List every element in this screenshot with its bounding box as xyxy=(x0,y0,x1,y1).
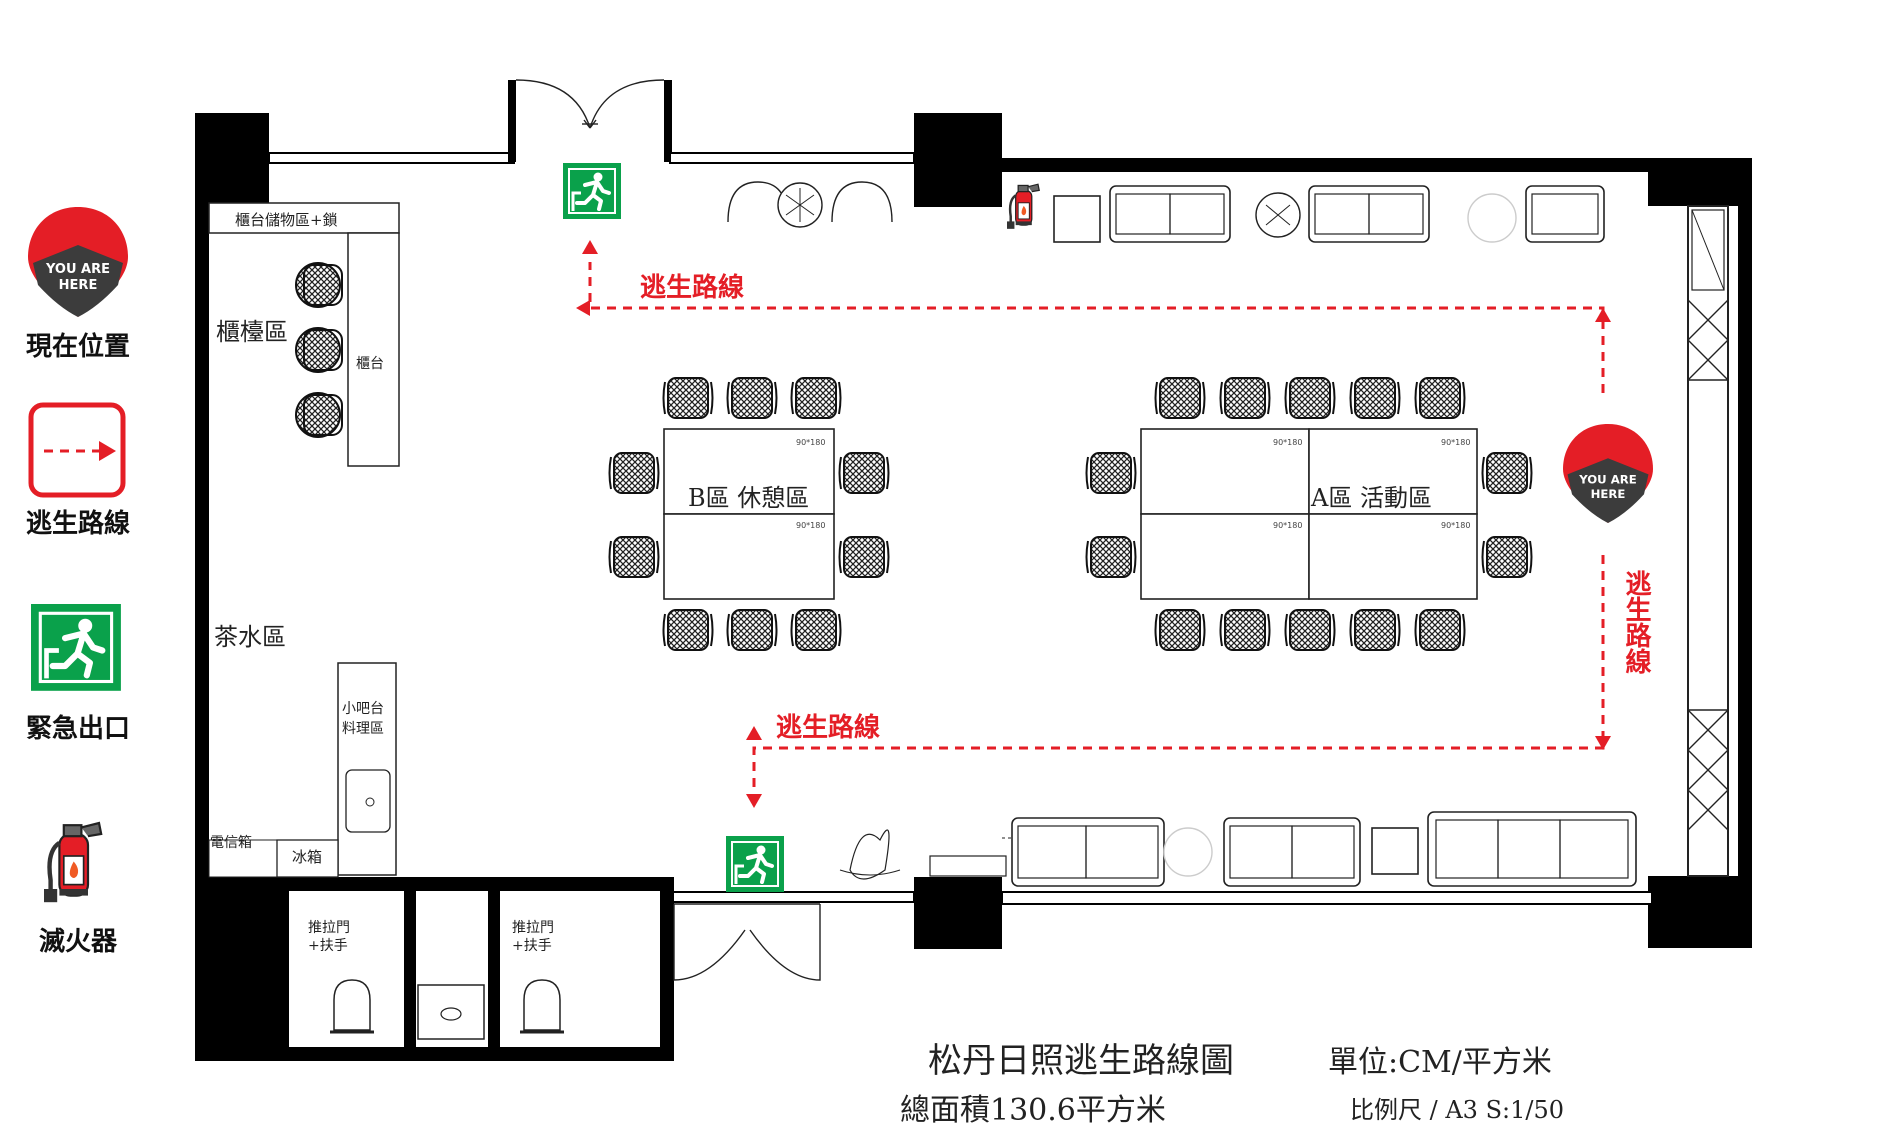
plan-total-area: 總面積130.6平方米 xyxy=(900,1093,1166,1125)
sliding-door-right-label: 推拉門 xyxy=(512,920,554,936)
counter-storage-label: 櫃台儲物區+鎖 xyxy=(235,211,338,229)
zone-b-label: B區 休憩區 xyxy=(688,484,809,512)
chair xyxy=(1219,609,1271,651)
chair xyxy=(1349,377,1401,419)
washrooms: 推拉門 +扶手 推拉門 +扶手 xyxy=(308,920,564,1040)
route-label-right: 逃生路線 xyxy=(1621,570,1651,675)
sliding-door-left-rail: +扶手 xyxy=(308,938,348,954)
chair xyxy=(608,452,660,494)
bar-stool xyxy=(295,392,343,438)
marker-line2: HERE xyxy=(59,278,98,293)
walls xyxy=(195,80,1752,1061)
table-size-note: 90*180 xyxy=(1441,438,1470,447)
title-block: 松丹日照逃生路線圖 單位:CM/平方米 總面積130.6平方米 比例尺 / A3… xyxy=(900,1041,1564,1125)
top-furniture xyxy=(727,181,1605,243)
bar-stool xyxy=(295,327,343,373)
chair xyxy=(608,536,660,578)
zone-b-tables: 90*180 90*180 B區 休憩區 xyxy=(608,377,890,651)
escape-route xyxy=(588,262,1605,795)
prep-area-label: 料理區 xyxy=(342,721,384,737)
zone-a-tables: 90*180 90*180 90*180 90*180 A區 活動區 xyxy=(1085,377,1533,651)
chair xyxy=(662,609,714,651)
fridge-label: 冰箱 xyxy=(292,848,322,866)
table-size-note: 90*180 xyxy=(1441,521,1470,530)
tea-area: 茶水區 小吧台 料理區 電信箱 冰箱 xyxy=(208,623,397,878)
bar-stool xyxy=(295,262,343,308)
sliding-door-left-label: 推拉門 xyxy=(308,920,350,936)
table-size-note: 90*180 xyxy=(796,438,825,447)
top-double-door xyxy=(515,79,665,129)
marker-line1: YOU ARE xyxy=(1578,472,1637,486)
chair xyxy=(1481,536,1533,578)
route-arrowheads xyxy=(576,240,1611,808)
table-size-note: 90*180 xyxy=(1273,521,1302,530)
legend: YOU ARE HERE 現在位置 逃生路線 緊急出口 滅火器 xyxy=(26,207,130,957)
chair xyxy=(838,536,890,578)
chair xyxy=(1154,609,1206,651)
chair xyxy=(662,377,714,419)
marker-line1: YOU ARE xyxy=(45,262,110,277)
running-man-exit-icon xyxy=(724,834,786,894)
legend-emergency-exit-label: 緊急出口 xyxy=(26,714,130,744)
chair xyxy=(1085,536,1137,578)
route-label-bottom: 逃生路線 xyxy=(776,712,880,743)
bottom-furniture xyxy=(839,811,1637,887)
fire-extinguisher-icon xyxy=(1005,182,1041,231)
table-size-note: 90*180 xyxy=(1273,438,1302,447)
location-pin-icon: YOU ARE HERE xyxy=(1563,424,1653,523)
legend-escape-route-label: 逃生路線 xyxy=(26,508,130,539)
chair xyxy=(1414,609,1466,651)
sliding-door-right-rail: +扶手 xyxy=(512,938,552,954)
counter-area: 櫃台儲物區+鎖 櫃檯區 櫃台 xyxy=(208,202,400,467)
legend-you-are-here-label: 現在位置 xyxy=(26,331,130,362)
running-man-exit-icon xyxy=(561,161,623,221)
location-pin-icon: YOU ARE HERE xyxy=(28,207,128,317)
chair xyxy=(1481,452,1533,494)
counter-area-label: 櫃檯區 xyxy=(216,318,288,346)
plan-unit: 單位:CM/平方米 xyxy=(1328,1045,1552,1080)
plan-title: 松丹日照逃生路線圖 xyxy=(928,1041,1234,1081)
fire-extinguisher-icon xyxy=(44,823,101,902)
counter-label: 櫃台 xyxy=(356,356,384,372)
chair xyxy=(1414,377,1466,419)
zone-a-label: A區 活動區 xyxy=(1310,484,1432,512)
chair xyxy=(790,609,842,651)
dashed-arrow-icon xyxy=(28,402,126,498)
tea-area-label: 茶水區 xyxy=(214,623,286,651)
table-size-note: 90*180 xyxy=(796,521,825,530)
chair xyxy=(1219,377,1271,419)
legend-extinguisher-label: 滅火器 xyxy=(39,927,118,957)
mini-bar-label: 小吧台 xyxy=(342,701,384,717)
chair xyxy=(838,452,890,494)
route-label-top: 逃生路線 xyxy=(640,272,744,303)
chair xyxy=(1284,609,1336,651)
chair xyxy=(1085,452,1137,494)
chair xyxy=(1349,609,1401,651)
electric-box-label: 電信箱 xyxy=(210,835,252,851)
chair xyxy=(726,377,778,419)
chair xyxy=(790,377,842,419)
plan-scale: 比例尺 / A3 S:1/50 xyxy=(1350,1096,1564,1124)
bottom-double-door xyxy=(673,903,821,981)
marker-line2: HERE xyxy=(1591,487,1626,501)
chair xyxy=(726,609,778,651)
chair xyxy=(1154,377,1206,419)
running-man-exit-icon xyxy=(31,604,121,691)
chair xyxy=(1284,377,1336,419)
